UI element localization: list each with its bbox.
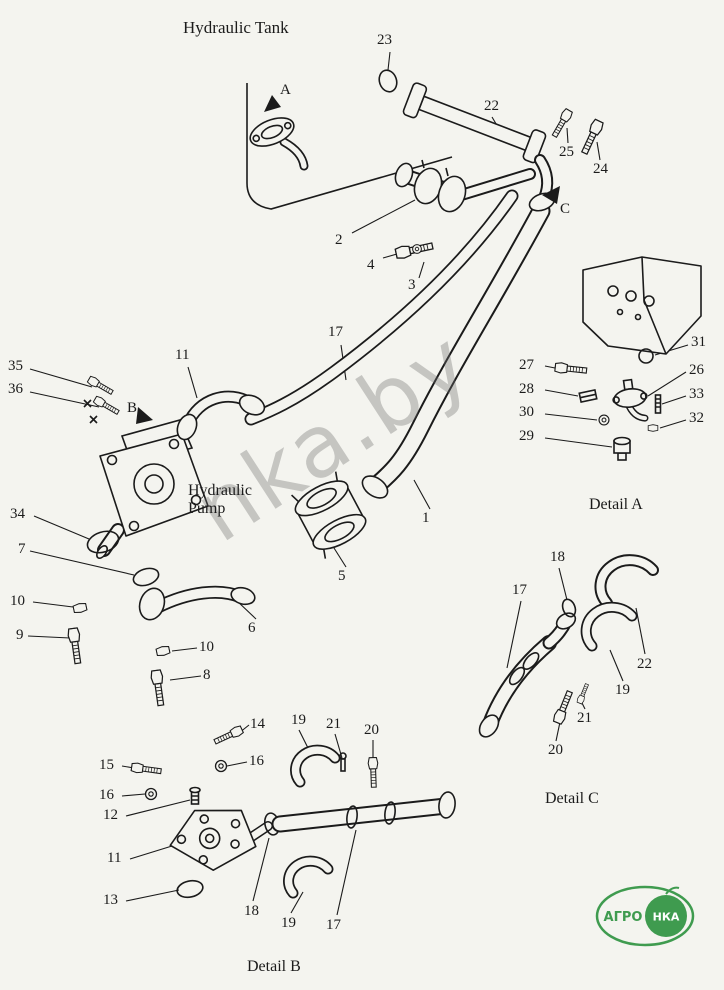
detail-c-pipe — [478, 612, 577, 738]
washer-16a — [214, 759, 228, 773]
logo-ring — [595, 885, 695, 947]
stud-33 — [654, 394, 662, 414]
bolt-25 — [549, 107, 574, 140]
lock-washer-marks — [83, 399, 98, 424]
bolt-24 — [578, 118, 605, 156]
washer-16b — [144, 787, 158, 801]
o-ring-7 — [132, 567, 160, 587]
fitting-29 — [613, 436, 631, 461]
washer-4 — [412, 244, 422, 254]
bolt-20c — [551, 689, 576, 726]
bolt-27 — [554, 361, 588, 377]
elbow-11 — [176, 390, 266, 441]
washer-30 — [598, 414, 610, 426]
logo-leaf-icon — [665, 886, 680, 895]
tube-22 — [402, 82, 560, 212]
o-ring-23 — [378, 69, 398, 93]
nut-32 — [647, 424, 659, 432]
nut-10 — [72, 601, 88, 615]
bolt-14 — [212, 724, 245, 747]
bolt-8 — [149, 669, 168, 707]
leader-lines — [27, 51, 689, 916]
o-ring-34 — [86, 530, 120, 554]
logo-circle — [645, 895, 687, 937]
key-28 — [578, 388, 598, 404]
view-b-arrow-icon — [136, 407, 153, 424]
logo-text-left: АГРО — [604, 910, 643, 925]
bolt-36 — [92, 394, 121, 417]
o-ring-31 — [638, 348, 654, 364]
fitting-26 — [612, 378, 649, 422]
plug-12 — [189, 786, 201, 805]
bolt-20b — [367, 756, 380, 788]
detail-a-bracket — [582, 256, 702, 355]
o-ring-18c — [561, 598, 577, 618]
detail-a-parts — [554, 348, 662, 461]
nut-10b — [155, 644, 171, 658]
o-ring-13 — [176, 879, 204, 899]
tank-outline — [246, 83, 453, 210]
detail-b-hose — [263, 791, 456, 836]
detail-b-flange — [169, 809, 273, 872]
pipe-1 — [361, 201, 551, 499]
detail-c-clamps — [551, 554, 659, 726]
bolt-15 — [130, 761, 163, 777]
bolt-21c — [575, 682, 591, 705]
elbow-6 — [138, 585, 256, 621]
hydraulic-pump — [96, 419, 209, 559]
logo-text-circle: НКА — [653, 911, 680, 924]
elbow-2 — [394, 159, 536, 213]
pipe-17 — [244, 189, 519, 426]
bolt-35 — [86, 374, 115, 397]
detail-b-parts — [130, 724, 380, 899]
view-a-arrow-icon — [264, 95, 281, 112]
view-c-arrow-icon — [542, 186, 560, 204]
coupling-5 — [291, 471, 367, 559]
bolt-9 — [66, 627, 85, 665]
tank-flange-a — [249, 95, 309, 171]
vendor-logo: АГРО НКА — [594, 884, 700, 948]
stud-21b — [339, 752, 347, 772]
